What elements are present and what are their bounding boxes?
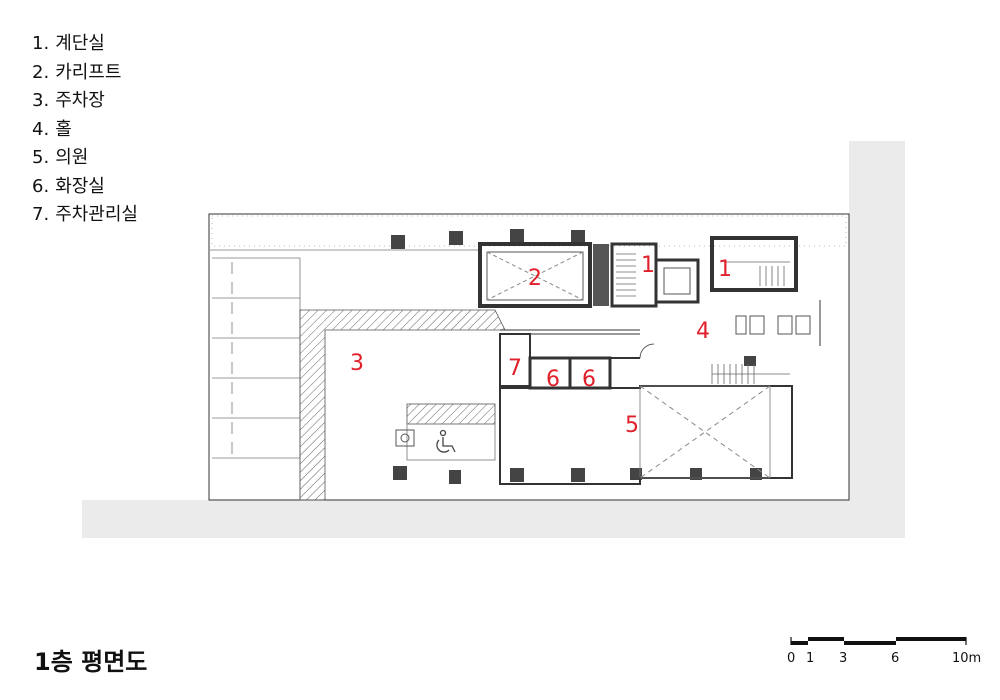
car-lift [478,242,592,308]
drawing-title: 1층 평면도 [34,648,148,676]
legend-item: 4.홀 [32,118,72,140]
label-hall: 4 [696,319,710,344]
scale-tick-label: 1 [806,651,815,666]
planter-box [395,429,415,447]
scale-bar [790,637,967,645]
legend-item: 2.카리프트 [32,61,122,83]
scale-labels: 0 1 3 6 10m [0,651,1000,671]
legend-item: 7.주차관리실 [32,204,138,225]
legend-item: 6.화장실 [32,175,105,197]
office-and-toilets [499,333,655,390]
label-clinic: 5 [625,413,639,438]
scale-tick-label: 6 [891,651,900,666]
label-parking-office: 7 [508,356,522,381]
legend-item: 1.계단실 [32,33,105,54]
stair-core-a [593,242,700,308]
scale-tick-label: 0 [787,651,796,666]
label-parking: 3 [350,351,364,376]
label-toilet-a: 6 [546,367,560,392]
label-stair-a: 1 [641,253,655,278]
hall-fixtures [735,315,811,335]
label-toilet-b: 6 [582,367,596,392]
label-car-lift: 2 [528,266,542,291]
stair-core-b [710,236,798,292]
room-legend: 1.계단실 2.카리프트 3.주차장 4.홀 5.의원 6.화장실 7.주차관리… [32,30,138,230]
site-ground [82,141,905,538]
legend-item: 3.주차장 [32,90,105,111]
clinic-room [499,364,793,485]
legend-item: 5.의원 [32,147,89,168]
scale-tick-label: 3 [839,651,848,666]
accessible-parking-area [406,403,496,461]
parking-hatched-wall [299,309,506,501]
scale-tick-label: 10m [952,651,982,666]
label-stair-b: 1 [718,257,732,282]
wheelchair-icon [436,429,456,453]
parking-stalls [212,257,301,500]
